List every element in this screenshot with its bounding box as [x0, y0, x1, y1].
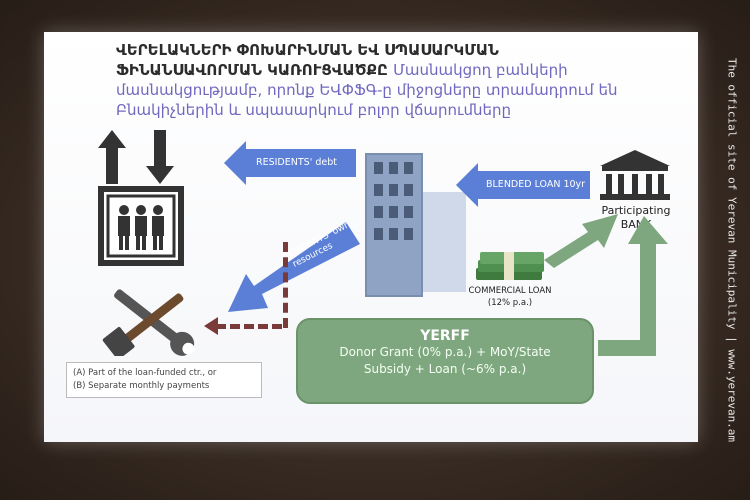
commercial-loan-label: COMMERCIAL LOAN (12% p.a.) — [450, 285, 570, 309]
residents-debt-arrow: RESIDENTS' debt — [224, 141, 356, 185]
title-part-2: ՖԻՆԱՆՍԱՎՈՐՄԱՆ ԿԱՌՈՒՑՎԱԾՔԸ — [116, 61, 388, 79]
elevator-icon — [98, 186, 184, 266]
residents-own-resources-arrow: RESIDENTS' own resources — [228, 220, 360, 312]
money-stack-icon — [476, 252, 544, 280]
dashed-connector-horizontal — [216, 324, 282, 329]
yerff-to-bank-arrow — [598, 216, 668, 356]
commercial-loan-arrow — [544, 214, 618, 268]
option-a: (A) Part of the loan-funded ctr., or — [73, 368, 217, 378]
blended-loan-label: BLENDED LOAN 10yr — [486, 179, 586, 190]
title-part-3: Մասնակցող բանկերի մասնակցությամբ, որոնք … — [116, 61, 618, 119]
bank-label-line1: Participating — [601, 204, 671, 217]
title-part-1: ՎԵՐԵԼԱԿՆԵՐԻ ՓՈԽԱՐԻՆՄԱՆ ԵՎ ՍՊԱՍԱՐԿՄԱՆ — [116, 41, 499, 59]
site-watermark: The official site of Yerevan Municipalit… — [725, 57, 739, 443]
commercial-loan-line2: (12% p.a.) — [487, 298, 533, 308]
slide-title: ՎԵՐԵԼԱԿՆԵՐԻ ՓՈԽԱՐԻՆՄԱՆ ԵՎ ՍՊԱՍԱՐԿՄԱՆ ՖԻՆ… — [116, 40, 656, 120]
residents-debt-label: RESIDENTS' debt — [256, 157, 337, 168]
blended-loan-arrow: BLENDED LOAN 10yr — [456, 163, 590, 207]
dashed-connector-vertical — [283, 242, 288, 328]
commercial-loan-line1: COMMERCIAL LOAN — [468, 286, 552, 296]
option-b: (B) Separate monthly payments — [73, 381, 210, 391]
up-down-arrows-icon — [98, 130, 174, 184]
dashed-arrowhead — [204, 317, 218, 335]
yerff-line-1: Donor Grant (0% p.a.) + MoY/State — [339, 345, 551, 359]
apartment-building-icon — [365, 153, 466, 297]
yerff-title: YERFF — [420, 328, 470, 344]
watermark-strip: The official site of Yerevan Municipalit… — [718, 10, 746, 490]
yerff-box: YERFF Donor Grant (0% p.a.) + MoY/State … — [296, 318, 594, 404]
yerff-line-2: Subsidy + Loan (~6% p.a.) — [363, 362, 527, 376]
presentation-slide: ՎԵՐԵԼԱԿՆԵՐԻ ՓՈԽԱՐԻՆՄԱՆ ԵՎ ՍՊԱՍԱՐԿՄԱՆ ՖԻՆ… — [44, 32, 698, 442]
payment-options-box: (A) Part of the loan-funded ctr., or (B)… — [66, 362, 262, 398]
bank-icon — [600, 150, 670, 200]
wrench-hammer-icon — [102, 289, 195, 356]
